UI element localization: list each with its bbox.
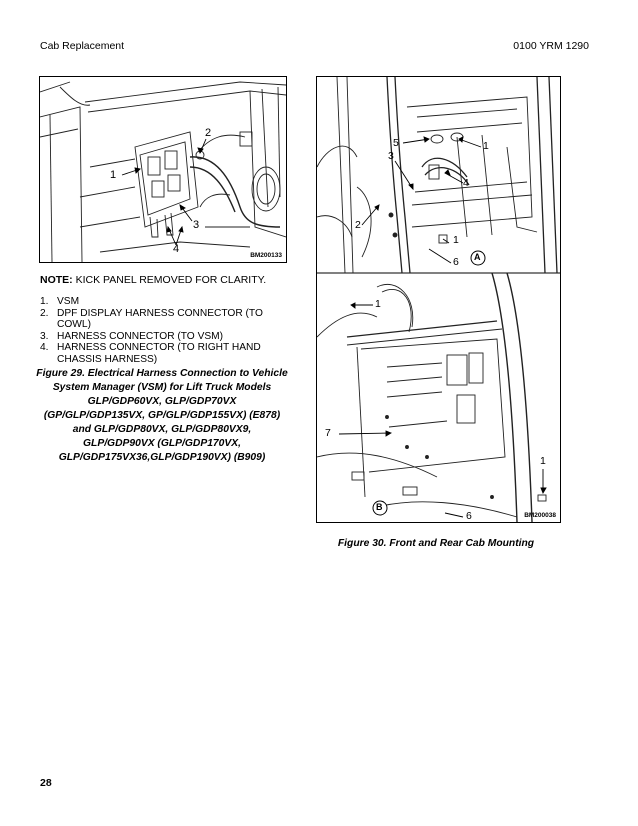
panel-a-label: A: [474, 252, 481, 262]
legend-item: 3.HARNESS CONNECTOR (TO VSM): [40, 330, 224, 342]
image-code-label: BM200038: [524, 512, 556, 519]
callout-a-1: 1: [483, 140, 489, 152]
callout-b-1b: 1: [540, 455, 546, 467]
callout-4: 4: [173, 243, 180, 255]
legend-item: 1.VSM: [40, 296, 80, 307]
page-number: 28: [40, 777, 52, 789]
callout-b-7: 7: [325, 427, 331, 439]
callout-3: 3: [193, 219, 200, 231]
callout-a-6: 6: [453, 256, 459, 268]
panel-b-label: B: [376, 502, 383, 512]
note-label: NOTE:: [40, 274, 73, 286]
running-header-title: Cab Replacement: [40, 40, 125, 52]
legend-item: 4.HARNESS CONNECTOR (TO RIGHT HAND CHASS…: [40, 342, 261, 365]
legend-item: 2.DPF DISPLAY HARNESS CONNECTOR (TO COWL…: [40, 307, 263, 331]
cab-mounting-drawing: [317, 77, 560, 522]
figure-29-illustration: 1 2 3 4 BM200133: [39, 76, 287, 263]
figure-30-illustration: 5 1 3 4 1 2 6 A 1 7 1 6 B BM200038: [316, 76, 561, 523]
callout-2: 2: [205, 127, 212, 139]
callout-a-4: 4: [463, 177, 469, 189]
running-header-doc-number: 0100 YRM 1290: [513, 40, 589, 52]
figure-29-caption: Figure 29. Electrical Harness Connection…: [36, 368, 288, 463]
callout-b-1: 1: [375, 298, 381, 310]
note-text: KICK PANEL REMOVED FOR CLARITY.: [72, 274, 267, 286]
callout-a-5: 5: [393, 137, 399, 149]
callout-a-1b: 1: [453, 234, 459, 246]
vsm-harness-drawing: [40, 81, 286, 262]
callout-b-6: 6: [466, 510, 472, 522]
callout-a-2: 2: [355, 219, 361, 231]
figure-30-caption: Figure 30. Front and Rear Cab Mounting: [337, 538, 535, 549]
figure-29-note: NOTE: KICK PANEL REMOVED FOR CLARITY.: [40, 274, 285, 286]
callout-a-3: 3: [388, 150, 394, 162]
callout-1: 1: [110, 169, 117, 181]
image-code-label: BM200133: [250, 252, 282, 259]
figure-29-legend: 1.VSM 2.DPF DISPLAY HARNESS CONNECTOR (T…: [40, 296, 285, 366]
